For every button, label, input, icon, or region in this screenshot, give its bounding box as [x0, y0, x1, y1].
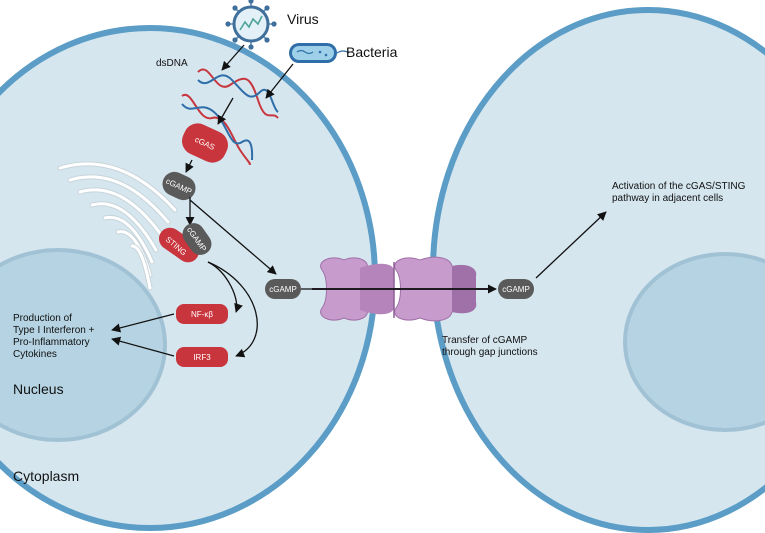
sting-protein: STING	[158, 227, 200, 263]
arrow-nfkb-to-production	[111, 313, 175, 333]
dsdna-label: dsDNA	[156, 58, 188, 69]
activation-label: Activation of the cGAS/STING pathway in …	[612, 181, 748, 204]
cgamp-molecule-2: cGAMP	[265, 279, 301, 299]
arrow-sting-to-nfkb	[207, 261, 243, 313]
arrow-irf3-to-production	[111, 336, 175, 357]
golgi-icon	[57, 161, 178, 291]
arrow-dna-to-cgas	[217, 97, 234, 125]
svg-text:cGAMP: cGAMP	[269, 285, 297, 294]
cgamp-molecule-3: cGAMP	[498, 279, 534, 299]
nfkb-protein: NF-κβ	[176, 304, 228, 324]
cytoplasm-label: Cytoplasm	[13, 468, 79, 484]
right-nucleus	[623, 252, 765, 432]
cgas-protein: cGAS	[181, 123, 229, 163]
transfer-label: Transfer of cGAMP through gap junctions	[442, 335, 538, 358]
bacteria-label: Bacteria	[346, 44, 398, 60]
left-nucleus	[0, 248, 167, 442]
bacteria-icon	[289, 43, 350, 63]
cgamp-molecule-1: cGAMP	[162, 171, 196, 201]
virus-label: Virus	[287, 11, 319, 27]
nucleus-label: Nucleus	[13, 381, 64, 397]
arrow-sting-to-irf3	[207, 261, 258, 358]
svg-text:NF-κβ: NF-κβ	[191, 310, 213, 319]
arrow-cgamp-to-gap	[189, 199, 277, 275]
arrow-bacteria-to-dna	[265, 63, 294, 99]
irf3-protein: IRF3	[176, 347, 228, 367]
arrow-virus-to-dna	[221, 44, 245, 71]
virus-icon	[225, 0, 277, 50]
arrow-to-activation	[535, 211, 607, 279]
cgamp-bound-molecule: cGAMP	[182, 223, 212, 255]
dsdna-bound-icon	[181, 93, 254, 166]
svg-text:IRF3: IRF3	[193, 353, 211, 362]
arrow-cgas-to-cgamp	[185, 159, 194, 173]
production-label: Production of Type I Interferon + Pro-In…	[13, 313, 97, 360]
svg-text:cGAMP: cGAMP	[502, 285, 530, 294]
